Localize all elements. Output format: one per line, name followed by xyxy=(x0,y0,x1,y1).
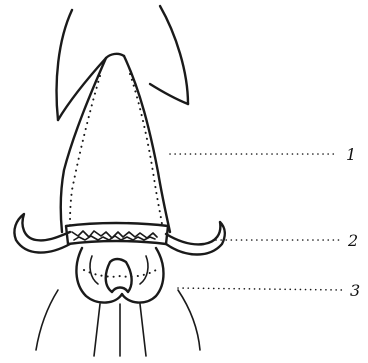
shield-inner-right-dots xyxy=(130,74,162,224)
callout-label-3: 3 xyxy=(350,281,360,300)
shield-right-edge xyxy=(124,56,170,232)
lower-lobe-left-inner xyxy=(90,256,98,284)
lower-lobe-dots xyxy=(84,270,156,277)
right-hook xyxy=(166,222,225,255)
callout-label-2: 2 xyxy=(347,231,358,250)
callout-labels: 1 2 3 xyxy=(346,145,360,300)
textured-band xyxy=(66,223,168,244)
lower-lobe-right-inner xyxy=(140,256,148,284)
right-arm-hook xyxy=(150,84,188,104)
left-arm-hook xyxy=(58,58,106,120)
shield-tip xyxy=(106,54,124,58)
upper-arms xyxy=(57,6,188,120)
stem-left-inner xyxy=(94,304,100,356)
lower-lobe-center xyxy=(106,259,132,292)
callout-label-1: 1 xyxy=(346,145,356,164)
stem-right-inner xyxy=(140,304,146,356)
stem-right-outer xyxy=(178,290,200,350)
band-texture-2 xyxy=(74,236,155,240)
shield-inner-left-dots xyxy=(70,76,100,226)
leader-line-3 xyxy=(178,288,344,290)
central-shield xyxy=(61,54,170,232)
lower-lobes xyxy=(76,248,163,303)
stem-left-outer xyxy=(36,290,58,350)
leader-lines xyxy=(170,154,344,290)
right-upper-arm xyxy=(160,6,188,104)
